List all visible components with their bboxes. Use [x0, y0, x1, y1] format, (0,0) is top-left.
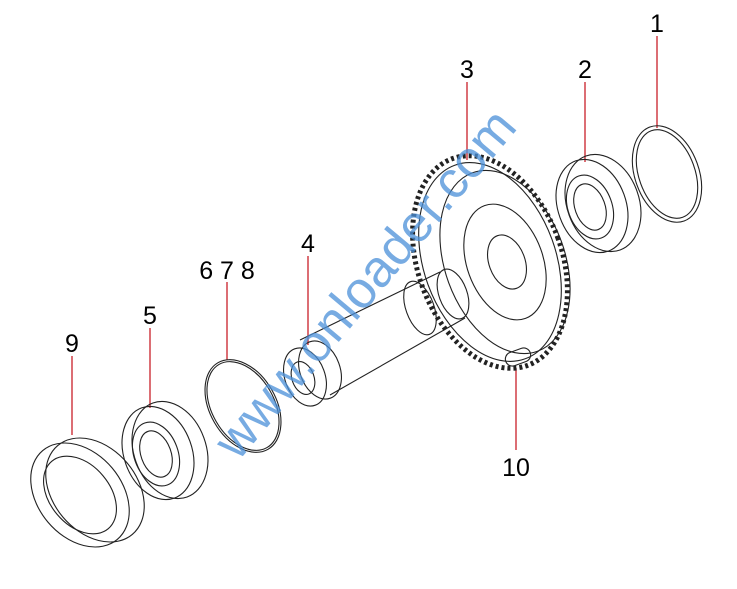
callout-5: 5: [143, 302, 157, 330]
callout-2: 2: [578, 56, 592, 84]
callout-1: 1: [650, 10, 664, 38]
part-10-key: [504, 347, 532, 367]
part-5-bearing: [121, 400, 209, 501]
callout-10: 10: [502, 454, 530, 482]
callout-4: 4: [301, 230, 315, 258]
part-4-shaft: [283, 268, 470, 407]
part-2-bearing: [555, 153, 642, 254]
part-1-snap-ring: [631, 125, 703, 223]
part-3-gear: [410, 153, 571, 371]
callout-9: 9: [65, 330, 79, 358]
callout-678: 6 7 8: [199, 257, 255, 285]
part-678-o-ring: [204, 359, 282, 453]
part-9-seal: [30, 437, 145, 548]
callout-3: 3: [460, 56, 474, 84]
